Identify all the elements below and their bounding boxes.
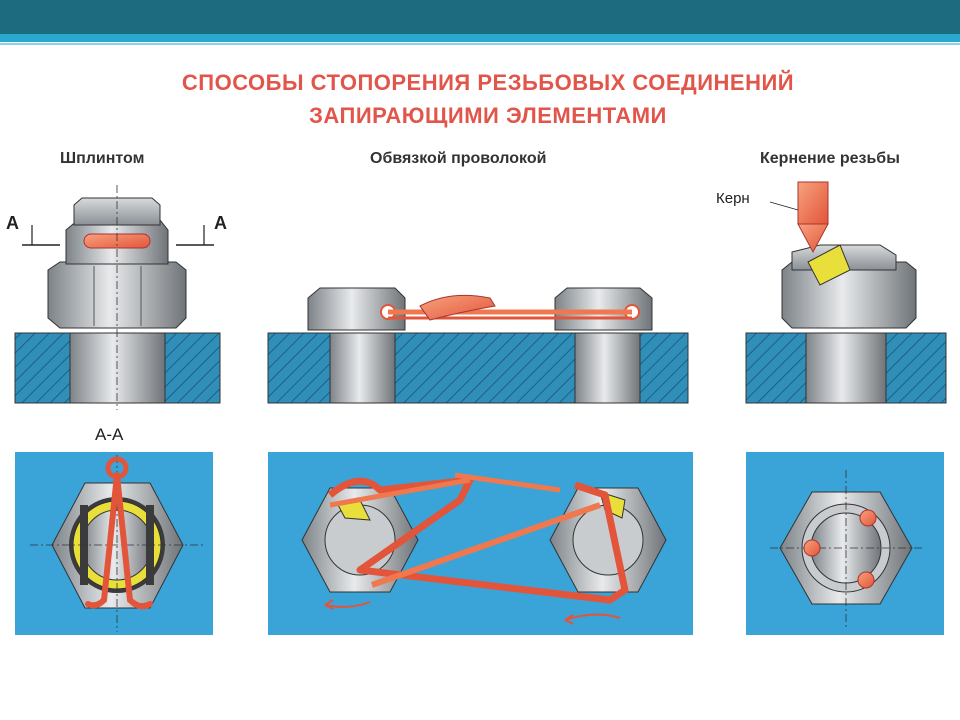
section-mark-left: А (6, 213, 19, 233)
punch-top-view (746, 452, 944, 635)
section-aa-label: А-А (95, 425, 124, 444)
wire-side-view (267, 287, 689, 404)
header-stripe (0, 34, 960, 42)
label-cotter: Шплинтом (60, 150, 145, 167)
header-line (0, 43, 960, 45)
wire-top-view (268, 452, 693, 635)
cotter-side-view (14, 185, 221, 410)
section-mark-right: А (214, 213, 227, 233)
label-punch: Кернение резьбы (760, 150, 900, 167)
label-wire: Обвязкой проволокой (370, 150, 547, 167)
punch-side-view (745, 181, 947, 404)
cotter-section-view (15, 452, 213, 635)
header-band (0, 0, 960, 34)
core-label: Керн (716, 190, 750, 207)
title-line-2: ЗАПИРАЮЩИМИ ЭЛЕМЕНТАМИ (309, 103, 667, 128)
title-line-1: СПОСОБЫ СТОПОРЕНИЯ РЕЗЬБОВЫХ СОЕДИНЕНИЙ (181, 70, 795, 95)
